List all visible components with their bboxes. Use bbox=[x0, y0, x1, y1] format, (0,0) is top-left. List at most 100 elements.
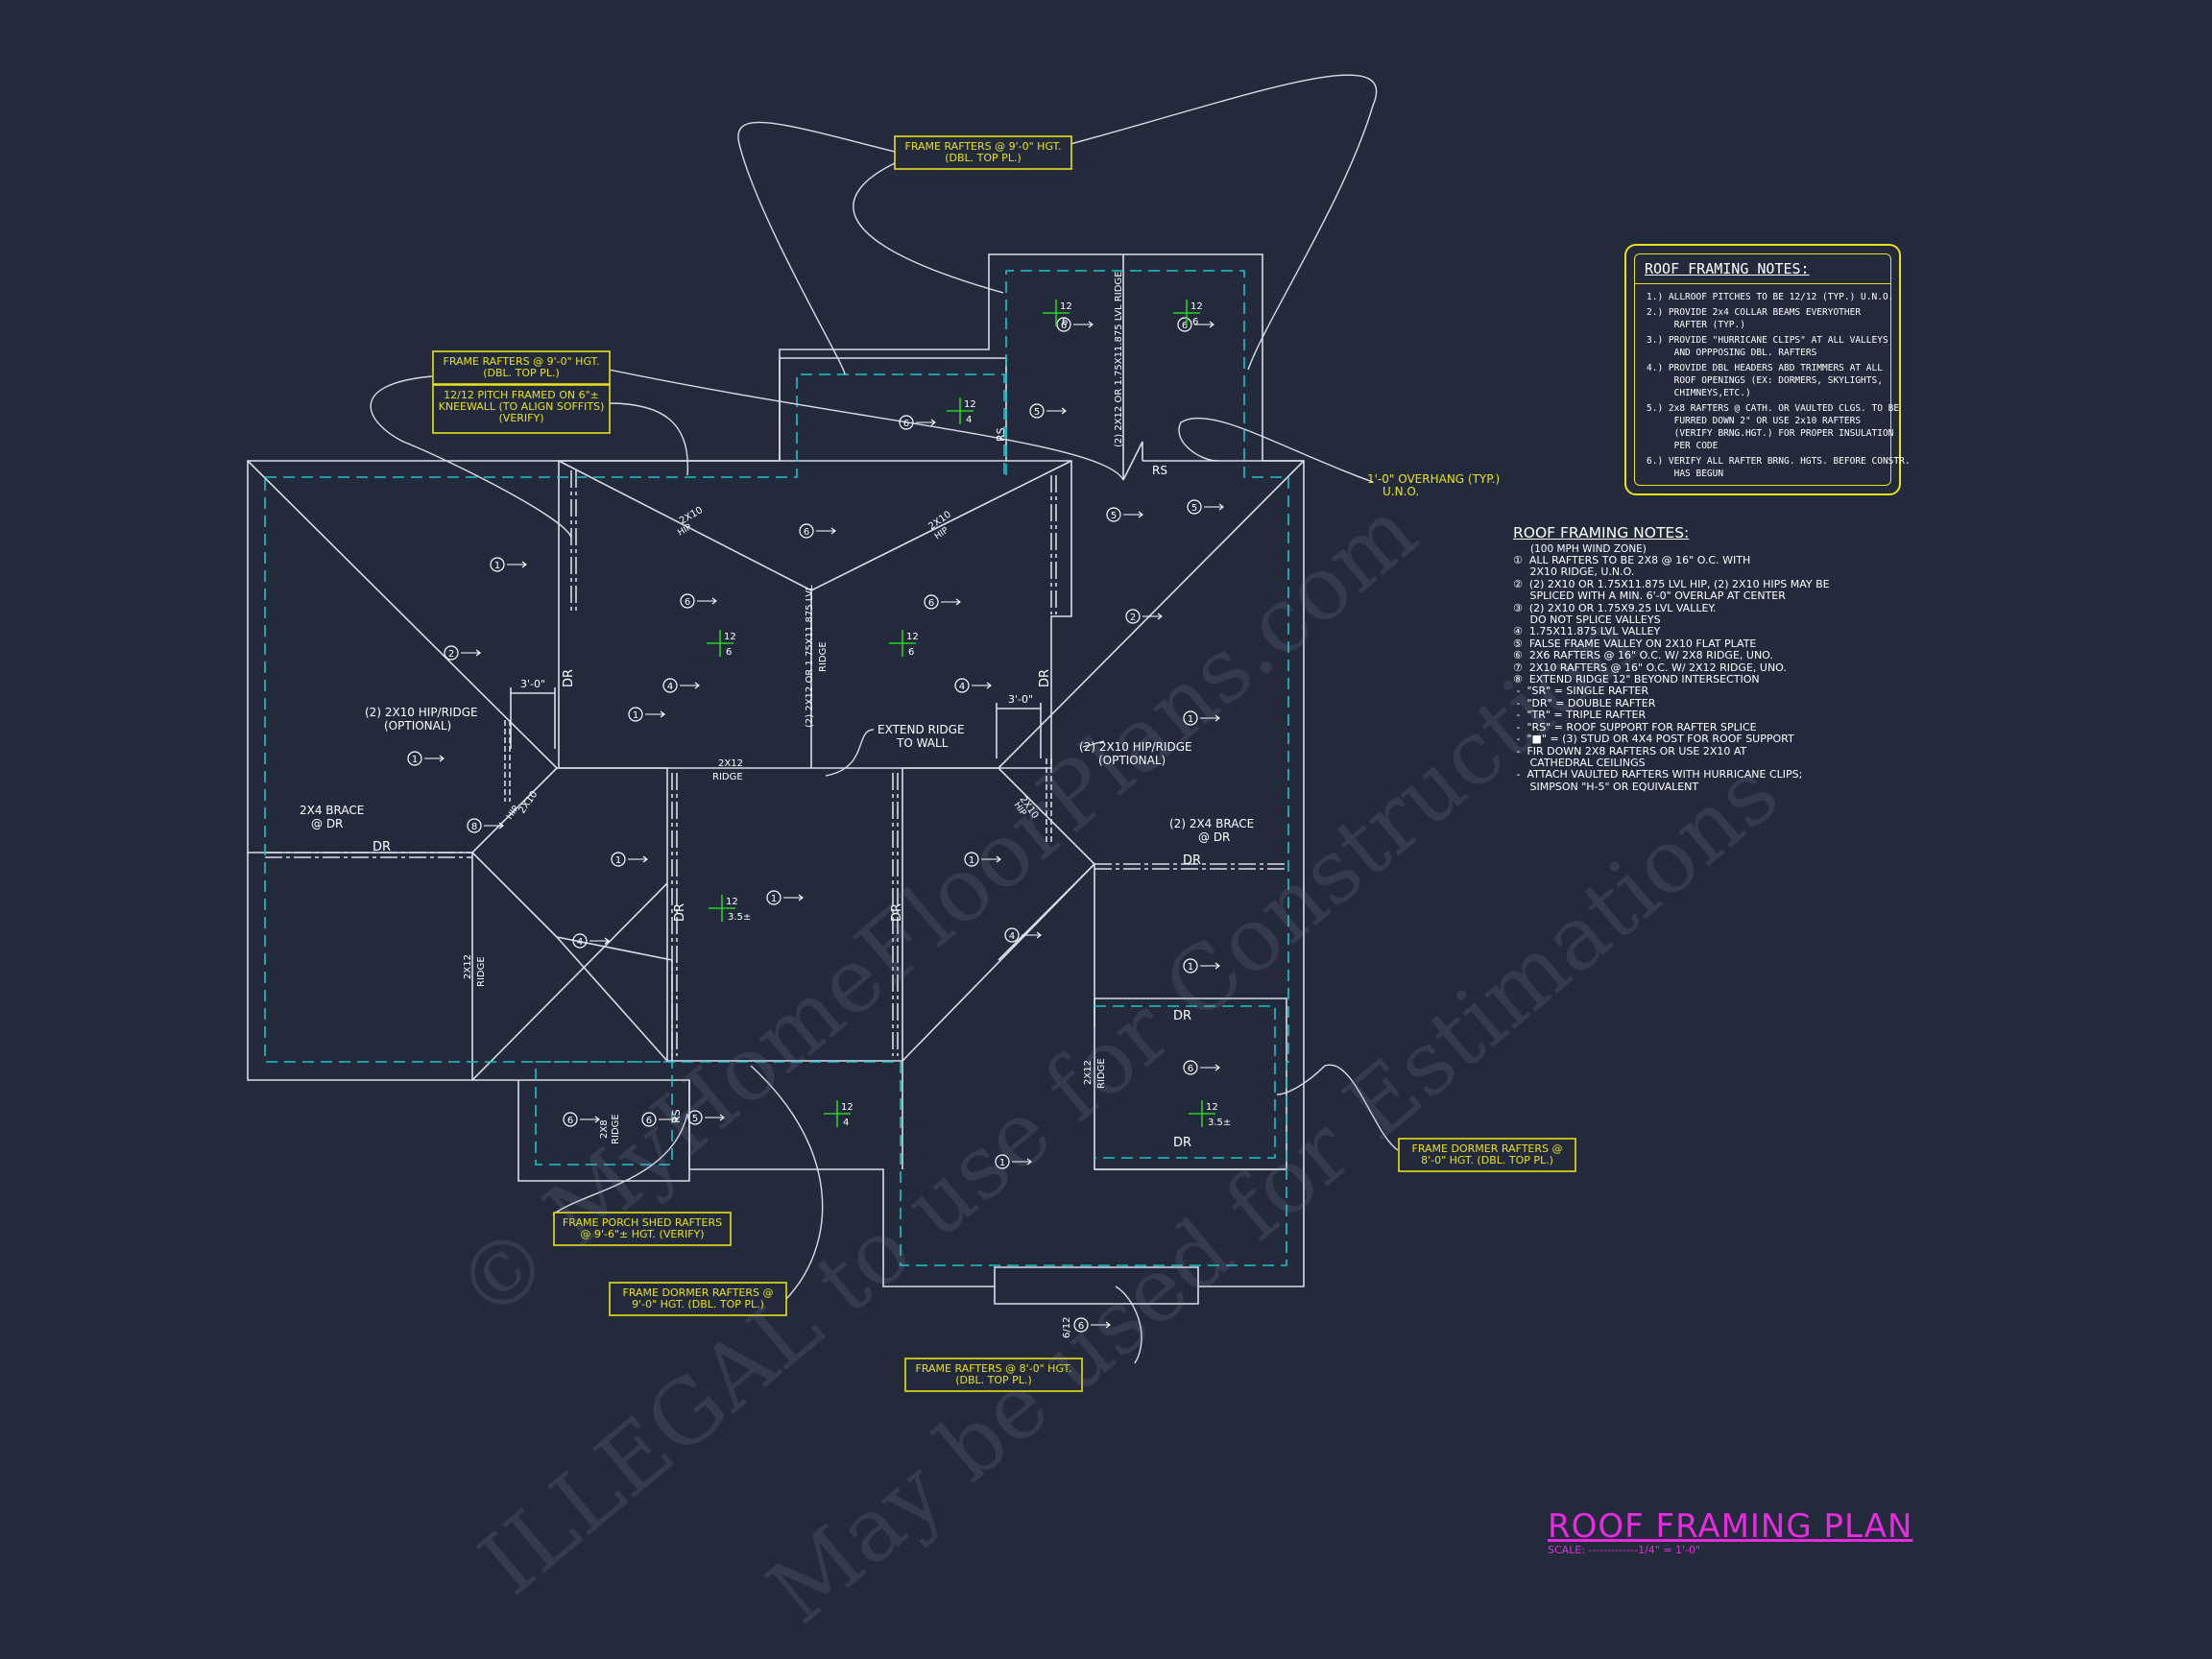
roof-support-label: RS bbox=[995, 427, 1007, 442]
general-note-line: ⑧ EXTEND RIDGE 12" BEYOND INTERSECTION bbox=[1513, 673, 1760, 686]
callout-text: (DBL. TOP PL.) bbox=[483, 367, 560, 379]
boxed-note-item: 2.) PROVIDE 2x4 COLLAR BEAMS EVERYOTHER … bbox=[1647, 307, 1862, 330]
callout-text: FRAME RAFTERS @ 9'-0" HGT. bbox=[444, 355, 600, 368]
hip-label: 2x10 bbox=[678, 505, 705, 526]
callout-text: 9'-0" HGT. (DBL. TOP PL.) bbox=[632, 1298, 764, 1310]
rafter-type-circle bbox=[628, 707, 643, 722]
callout-text: FRAME DORMER RAFTERS @ bbox=[623, 1286, 774, 1299]
rafter-direction-arrow bbox=[1200, 714, 1220, 722]
roof-framing-notes-box: ROOF FRAMING NOTES: 1.) ALLROOF PITCHES … bbox=[1624, 244, 1911, 495]
general-notes-lines: ① ALL RAFTERS TO BE 2x8 @ 16" O.C. WITH … bbox=[1513, 554, 1830, 793]
rafter-type-number: 1 bbox=[999, 1158, 1005, 1168]
rafter-direction-arrow bbox=[645, 710, 665, 718]
rafter-direction-arrow bbox=[1194, 321, 1214, 328]
rafter-direction-arrow bbox=[705, 1114, 725, 1121]
overhang-label: U.N.O. bbox=[1382, 485, 1419, 498]
rafter-direction-arrow bbox=[1012, 1158, 1032, 1166]
drawing-title: ROOF FRAMING PLAN bbox=[1548, 1507, 1913, 1546]
hip-ridge-label: (OPTIONAL) bbox=[384, 719, 451, 733]
rafter-direction-arrow bbox=[680, 682, 700, 689]
callout-text: FRAME DORMER RAFTERS @ bbox=[1412, 1142, 1563, 1155]
brace-label: (2) 2x4 BRACE bbox=[1169, 817, 1254, 830]
rafter-type-number: 6 bbox=[903, 419, 909, 429]
rafter-direction-arrow bbox=[816, 527, 836, 535]
rafter-type-number: 6 bbox=[804, 527, 809, 538]
boxed-note-item: 6.) VERIFY ALL RAFTER BRNG. HGTS. BEFORE… bbox=[1647, 456, 1911, 479]
general-note-line: ⑥ 2x6 RAFTERS @ 16" O.C. W/ 2x8 RIDGE, U… bbox=[1513, 649, 1773, 662]
rafter-type-circle bbox=[662, 678, 678, 693]
rafter-type-number: 4 bbox=[577, 937, 583, 948]
rafter-direction-arrow bbox=[1022, 931, 1042, 939]
callout-text: (DBL. TOP PL.) bbox=[945, 152, 1022, 164]
general-note-line: - ATTACH VAULTED RAFTERS WITH HURRICANE … bbox=[1513, 768, 1803, 781]
general-note-line: CATHEDRAL CEILINGS bbox=[1513, 756, 1646, 769]
boxed-note-item: 1.) ALLROOF PITCHES TO BE 12/12 (TYP.) U… bbox=[1647, 292, 1894, 302]
rafter-type-circle bbox=[1004, 927, 1020, 943]
rafter-type-circle bbox=[611, 852, 626, 867]
pitch-rise: 12 bbox=[1060, 301, 1072, 312]
dimension-label: 3'-0" bbox=[1008, 693, 1033, 706]
pitch-cross bbox=[1043, 300, 1070, 326]
hip-label: 2x10 bbox=[517, 789, 540, 816]
rafter-direction-arrow bbox=[981, 855, 1001, 863]
callout-text: FRAME RAFTERS @ 9'-0" HGT. bbox=[905, 140, 1062, 153]
general-note-line: - "RS" = ROOF SUPPORT FOR RAFTER SPLICE bbox=[1513, 720, 1757, 733]
lvl-ridge-label: (2) 2x12 OR 1.75x11.875 LVL RIDGE bbox=[1114, 272, 1124, 447]
callout-text: FRAME RAFTERS @ 8'-0" HGT. bbox=[916, 1362, 1072, 1375]
rafter-type-circle bbox=[1183, 1060, 1198, 1075]
pitch-cross bbox=[709, 895, 735, 922]
rafter-type-circle bbox=[1177, 317, 1192, 332]
rafter-direction-arrow bbox=[1091, 1321, 1111, 1329]
pitch-rise: 12 bbox=[724, 632, 736, 642]
rafter-direction-arrow bbox=[1204, 503, 1224, 511]
double-rafter-label: DR bbox=[1038, 669, 1052, 687]
rafter-type-circle bbox=[964, 852, 979, 867]
rafter-type-number: 6 bbox=[1188, 1064, 1193, 1074]
rafter-type-circle bbox=[954, 678, 970, 693]
rafter-type-number: 1 bbox=[633, 710, 638, 721]
double-rafter-label: DR bbox=[673, 903, 687, 922]
rafter-type-circle bbox=[444, 645, 459, 661]
rafter-type-number: 6 bbox=[1182, 321, 1188, 331]
rafter-type-number: 5 bbox=[1191, 503, 1197, 514]
double-rafter-label: DR bbox=[373, 840, 391, 854]
rafter-type-number: 6 bbox=[928, 598, 934, 609]
rafter-type-number: 1 bbox=[771, 894, 777, 904]
pitch-cross bbox=[707, 630, 733, 657]
callout-box-right-dormer bbox=[1398, 1138, 1576, 1172]
pitch-run: 6 bbox=[726, 647, 732, 658]
rafter-direction-arrow bbox=[916, 419, 936, 426]
pitch-rise: 12 bbox=[1190, 301, 1203, 312]
rafter-type-number: 4 bbox=[959, 682, 965, 692]
rafter-direction-arrow bbox=[484, 822, 504, 830]
plan-labels: 1'-0" OVERHANG (TYP.)U.N.O.(2) 2x10 HIP/… bbox=[300, 272, 1500, 1338]
general-note-line: 2x10 RIDGE, U.N.O. bbox=[1513, 565, 1635, 579]
callout-box-bottom-center bbox=[904, 1358, 1083, 1392]
rafter-type-number: 2 bbox=[448, 649, 454, 660]
rafter-type-circle bbox=[1106, 507, 1121, 522]
ridge-label: RIDGE bbox=[476, 956, 487, 987]
boxed-note-item: 4.) PROVIDE DBL HEADERS ABD TRIMMERS AT … bbox=[1647, 363, 1883, 398]
pitch-label: 6/12 bbox=[1062, 1317, 1072, 1338]
double-rafter-label: DR bbox=[890, 903, 904, 922]
drawing-title-block: ROOF FRAMING PLAN SCALE: -------------1/… bbox=[1548, 1507, 1912, 1556]
pitch-cross bbox=[947, 397, 974, 424]
general-note-line: ⑤ FALSE FRAME VALLEY ON 2x10 FLAT PLATE bbox=[1513, 637, 1757, 650]
rafter-type-circle bbox=[924, 594, 939, 610]
hip-ridge-label: (2) 2x10 HIP/RIDGE bbox=[365, 706, 478, 719]
general-note-line: - "■" = (3) STUD OR 4x4 POST FOR ROOF SU… bbox=[1513, 733, 1794, 746]
rafter-direction-arrow bbox=[659, 1116, 679, 1123]
brace-label: @ DR bbox=[1198, 830, 1230, 844]
pitch-cross bbox=[824, 1100, 851, 1127]
ridge-label: RIDGE bbox=[712, 772, 743, 782]
rafter-type-number: 5 bbox=[1034, 407, 1040, 418]
rafter-direction-arrow bbox=[1200, 962, 1220, 970]
ridge-size-label: 2x12 bbox=[1083, 1060, 1094, 1085]
hip-label: HIP bbox=[677, 522, 694, 538]
callout-text: (DBL. TOP PL.) bbox=[955, 1374, 1032, 1386]
callout-text: 8'-0" HGT. (DBL. TOP PL.) bbox=[1421, 1154, 1553, 1166]
drawing-scale: SCALE: -------------1/4" = 1'-0" bbox=[1548, 1544, 1701, 1556]
rafter-type-number: 6 bbox=[567, 1116, 573, 1126]
